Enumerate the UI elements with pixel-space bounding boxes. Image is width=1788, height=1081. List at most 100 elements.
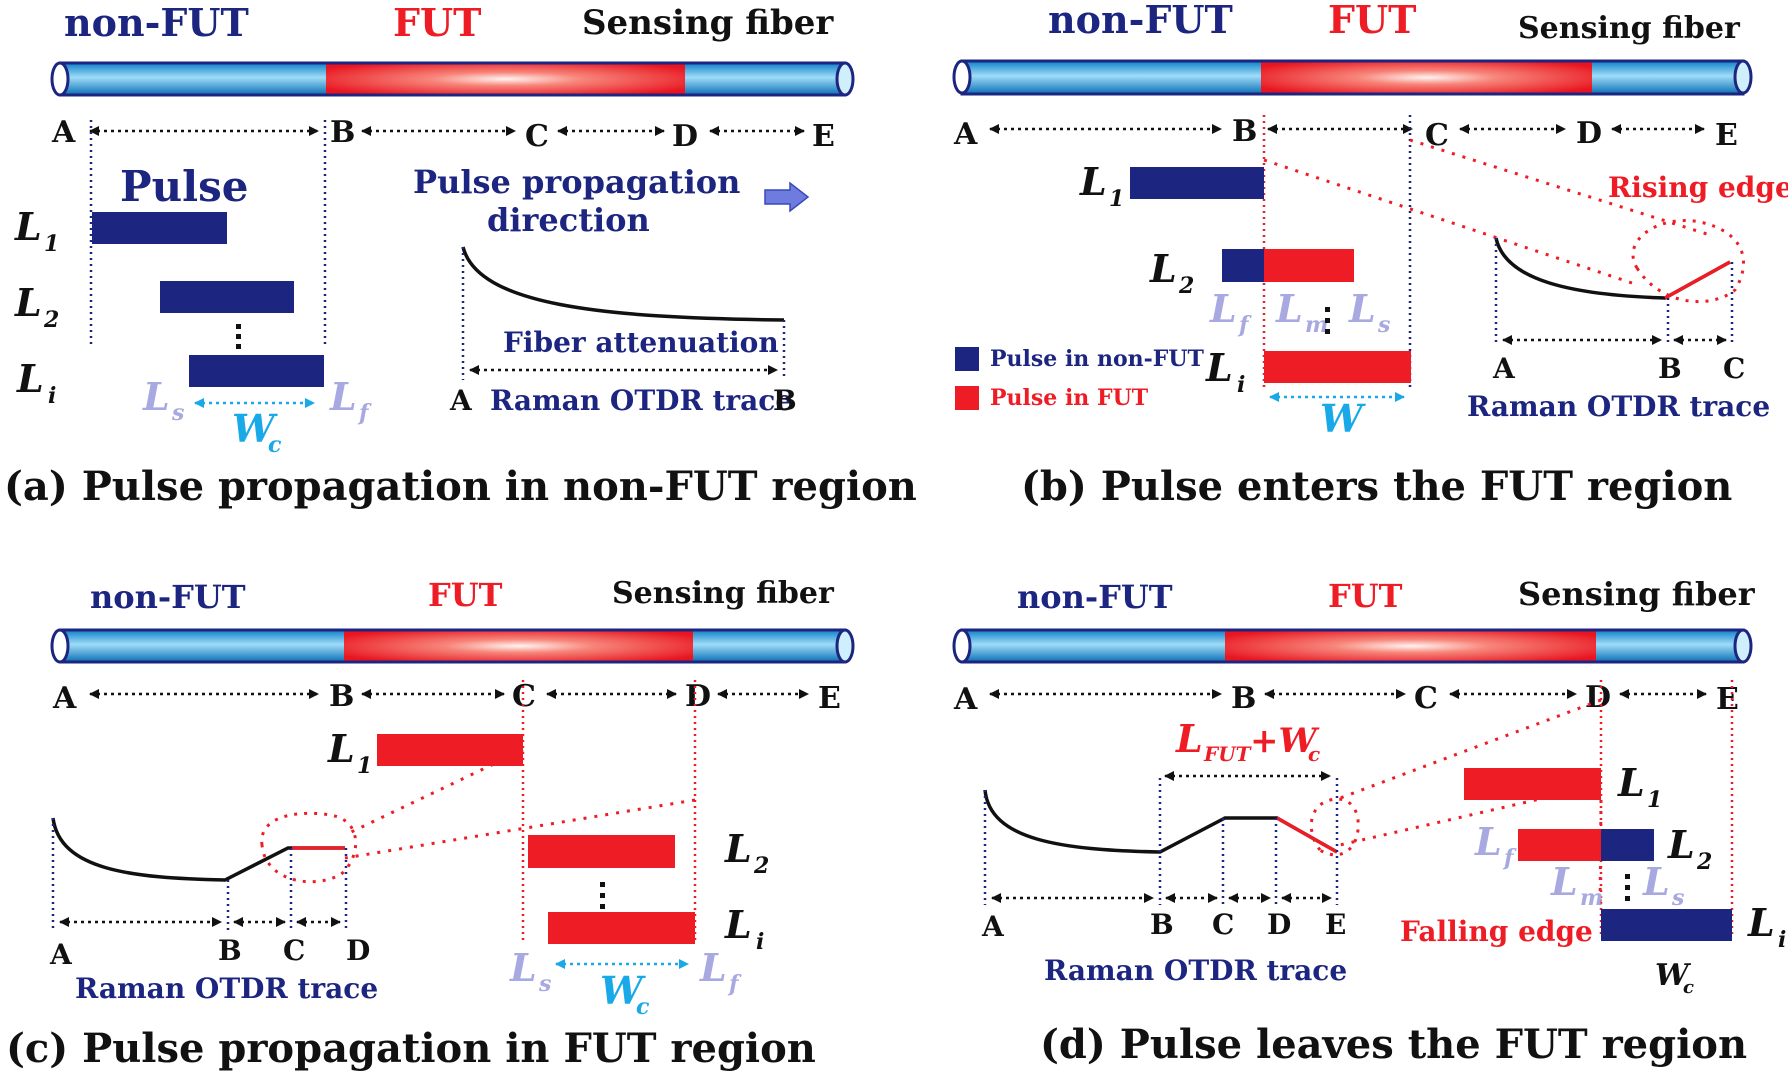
label-sensing-fiber: Sensing fiber	[582, 3, 834, 43]
fiber-segment-non-fut	[962, 61, 1262, 94]
pulse-label-l: L	[1149, 246, 1177, 291]
fiber-segment-non-fut	[1592, 61, 1743, 94]
pulse-title: Pulse	[120, 162, 248, 211]
trace-point-c: C	[1212, 908, 1234, 941]
fiber-segment-non-fut	[962, 630, 1226, 662]
wc-label: W	[232, 406, 278, 451]
trace-label: Raman OTDR trace	[1467, 390, 1770, 423]
point-c: C	[1425, 118, 1449, 153]
panel-d: non-FUT FUT Sensing fiber A B C D E L FU…	[952, 575, 1786, 1068]
point-a: A	[953, 117, 978, 152]
fiber-end-left	[952, 59, 972, 95]
caption-a: (a) Pulse propagation in non-FUT region	[4, 463, 917, 510]
fiber-end-left	[952, 628, 972, 664]
wc-sub: c	[636, 994, 650, 1020]
panel-a: non-FUT FUT Sensing fiber A B C D E Puls…	[4, 0, 917, 510]
pulse-label-l: L	[1617, 760, 1645, 805]
legend-swatch-fut	[955, 386, 979, 410]
trace-point-b: B	[1150, 908, 1174, 941]
pulse-label-l: L	[724, 902, 752, 947]
trace-label: Raman OTDR trace	[490, 384, 793, 417]
legend-label-fut: Pulse in FUT	[990, 385, 1149, 411]
fiber-bar	[50, 628, 855, 664]
pulse-label-l: L	[1667, 822, 1695, 867]
pulse-labels: L 1 L 2 L i	[14, 204, 59, 409]
lfut-w-sub: c	[1308, 742, 1320, 766]
fiber-end-right	[835, 61, 855, 97]
pulse-bar-l2	[160, 281, 294, 313]
zoom-projection-lines	[344, 748, 696, 860]
point-d: D	[672, 119, 698, 154]
pulse-label-l: L	[16, 356, 44, 401]
trace-point-d: D	[1267, 908, 1291, 941]
position-axis: A B C D E	[953, 114, 1738, 153]
label-non-fut: non-FUT	[1048, 0, 1233, 42]
trace-point-b: B	[218, 934, 242, 967]
ellipsis-dots	[1325, 307, 1330, 334]
dot	[236, 344, 241, 349]
fiber-end-right	[1733, 59, 1753, 95]
trace-start-a: A	[449, 384, 473, 417]
wc-sub: c	[268, 432, 282, 458]
lf-label: L	[1474, 819, 1502, 864]
lfut-sub: FUT	[1203, 742, 1253, 766]
lfut-plus-w: +W	[1250, 721, 1319, 761]
falling-edge-label: Falling edge	[1400, 915, 1593, 948]
lm-sub: m	[1580, 885, 1603, 911]
fiber-attenuation-label: Fiber attenuation	[503, 326, 779, 359]
rising-edge-zoom-ellipse	[1631, 219, 1745, 303]
label-fut: FUT	[393, 0, 481, 45]
point-e: E	[1715, 118, 1738, 153]
point-b: B	[330, 115, 355, 150]
fiber-end-right	[835, 628, 855, 664]
trace-point-c: C	[1723, 352, 1745, 385]
point-a: A	[52, 681, 77, 716]
point-c: C	[525, 119, 549, 154]
label-non-fut: non-FUT	[90, 578, 246, 616]
pulse-bar-li	[548, 912, 695, 944]
point-b: B	[1231, 681, 1256, 716]
wc-sub: c	[1683, 977, 1694, 998]
fiber-segment-non-fut	[60, 63, 327, 95]
pulse-label-l: L	[724, 826, 752, 871]
ellipsis-dots	[1625, 874, 1630, 901]
fiber-end-right	[1733, 628, 1753, 664]
label-fut: FUT	[1328, 577, 1403, 615]
trace-falling-edge	[1276, 816, 1338, 854]
trace-rising-edge	[1664, 260, 1731, 300]
pulse-label-sub: 2	[1696, 849, 1712, 875]
point-d: D	[685, 679, 711, 714]
wc-label: W	[1655, 958, 1692, 993]
pulse-label-sub: 2	[43, 307, 59, 333]
ls-sub: s	[1671, 885, 1684, 911]
trace-curve	[51, 817, 345, 882]
pulse-bar-l2-fut	[1264, 249, 1354, 282]
fiber-end-left	[50, 61, 70, 97]
legend: Pulse in non-FUT Pulse in FUT	[955, 346, 1205, 411]
ls-label: L	[1348, 286, 1376, 331]
pulse-label-sub: i	[48, 383, 56, 409]
point-c: C	[512, 679, 536, 714]
label-sensing-fiber: Sensing fiber	[1518, 575, 1756, 613]
lf-label: L	[329, 374, 357, 419]
pulse-label-sub: 1	[1109, 186, 1124, 212]
lf-sub: f	[357, 400, 372, 426]
direction-arrow-icon	[764, 181, 810, 213]
pulse-bar-l1	[92, 212, 227, 244]
lm-label: L	[1275, 286, 1303, 331]
trace-curve	[461, 246, 785, 322]
ls-sub: s	[1377, 312, 1390, 338]
point-b: B	[1232, 114, 1257, 149]
trace-end-b: B	[773, 384, 797, 417]
pulse-label-l: L	[327, 726, 355, 771]
pulse-label-sub: i	[756, 929, 764, 955]
dot	[1325, 329, 1330, 334]
pulse-label-l: L	[1079, 159, 1107, 204]
pulse-label-l: L	[14, 204, 42, 249]
pulse-bar-l1	[377, 734, 523, 766]
fiber-segment-fut	[1261, 61, 1593, 94]
pulse-bar-l1	[1130, 167, 1264, 199]
pulse-bar-l1	[1464, 768, 1601, 800]
pulse-label-sub: 1	[1647, 787, 1662, 813]
caption-c: (c) Pulse propagation in FUT region	[6, 1025, 816, 1072]
